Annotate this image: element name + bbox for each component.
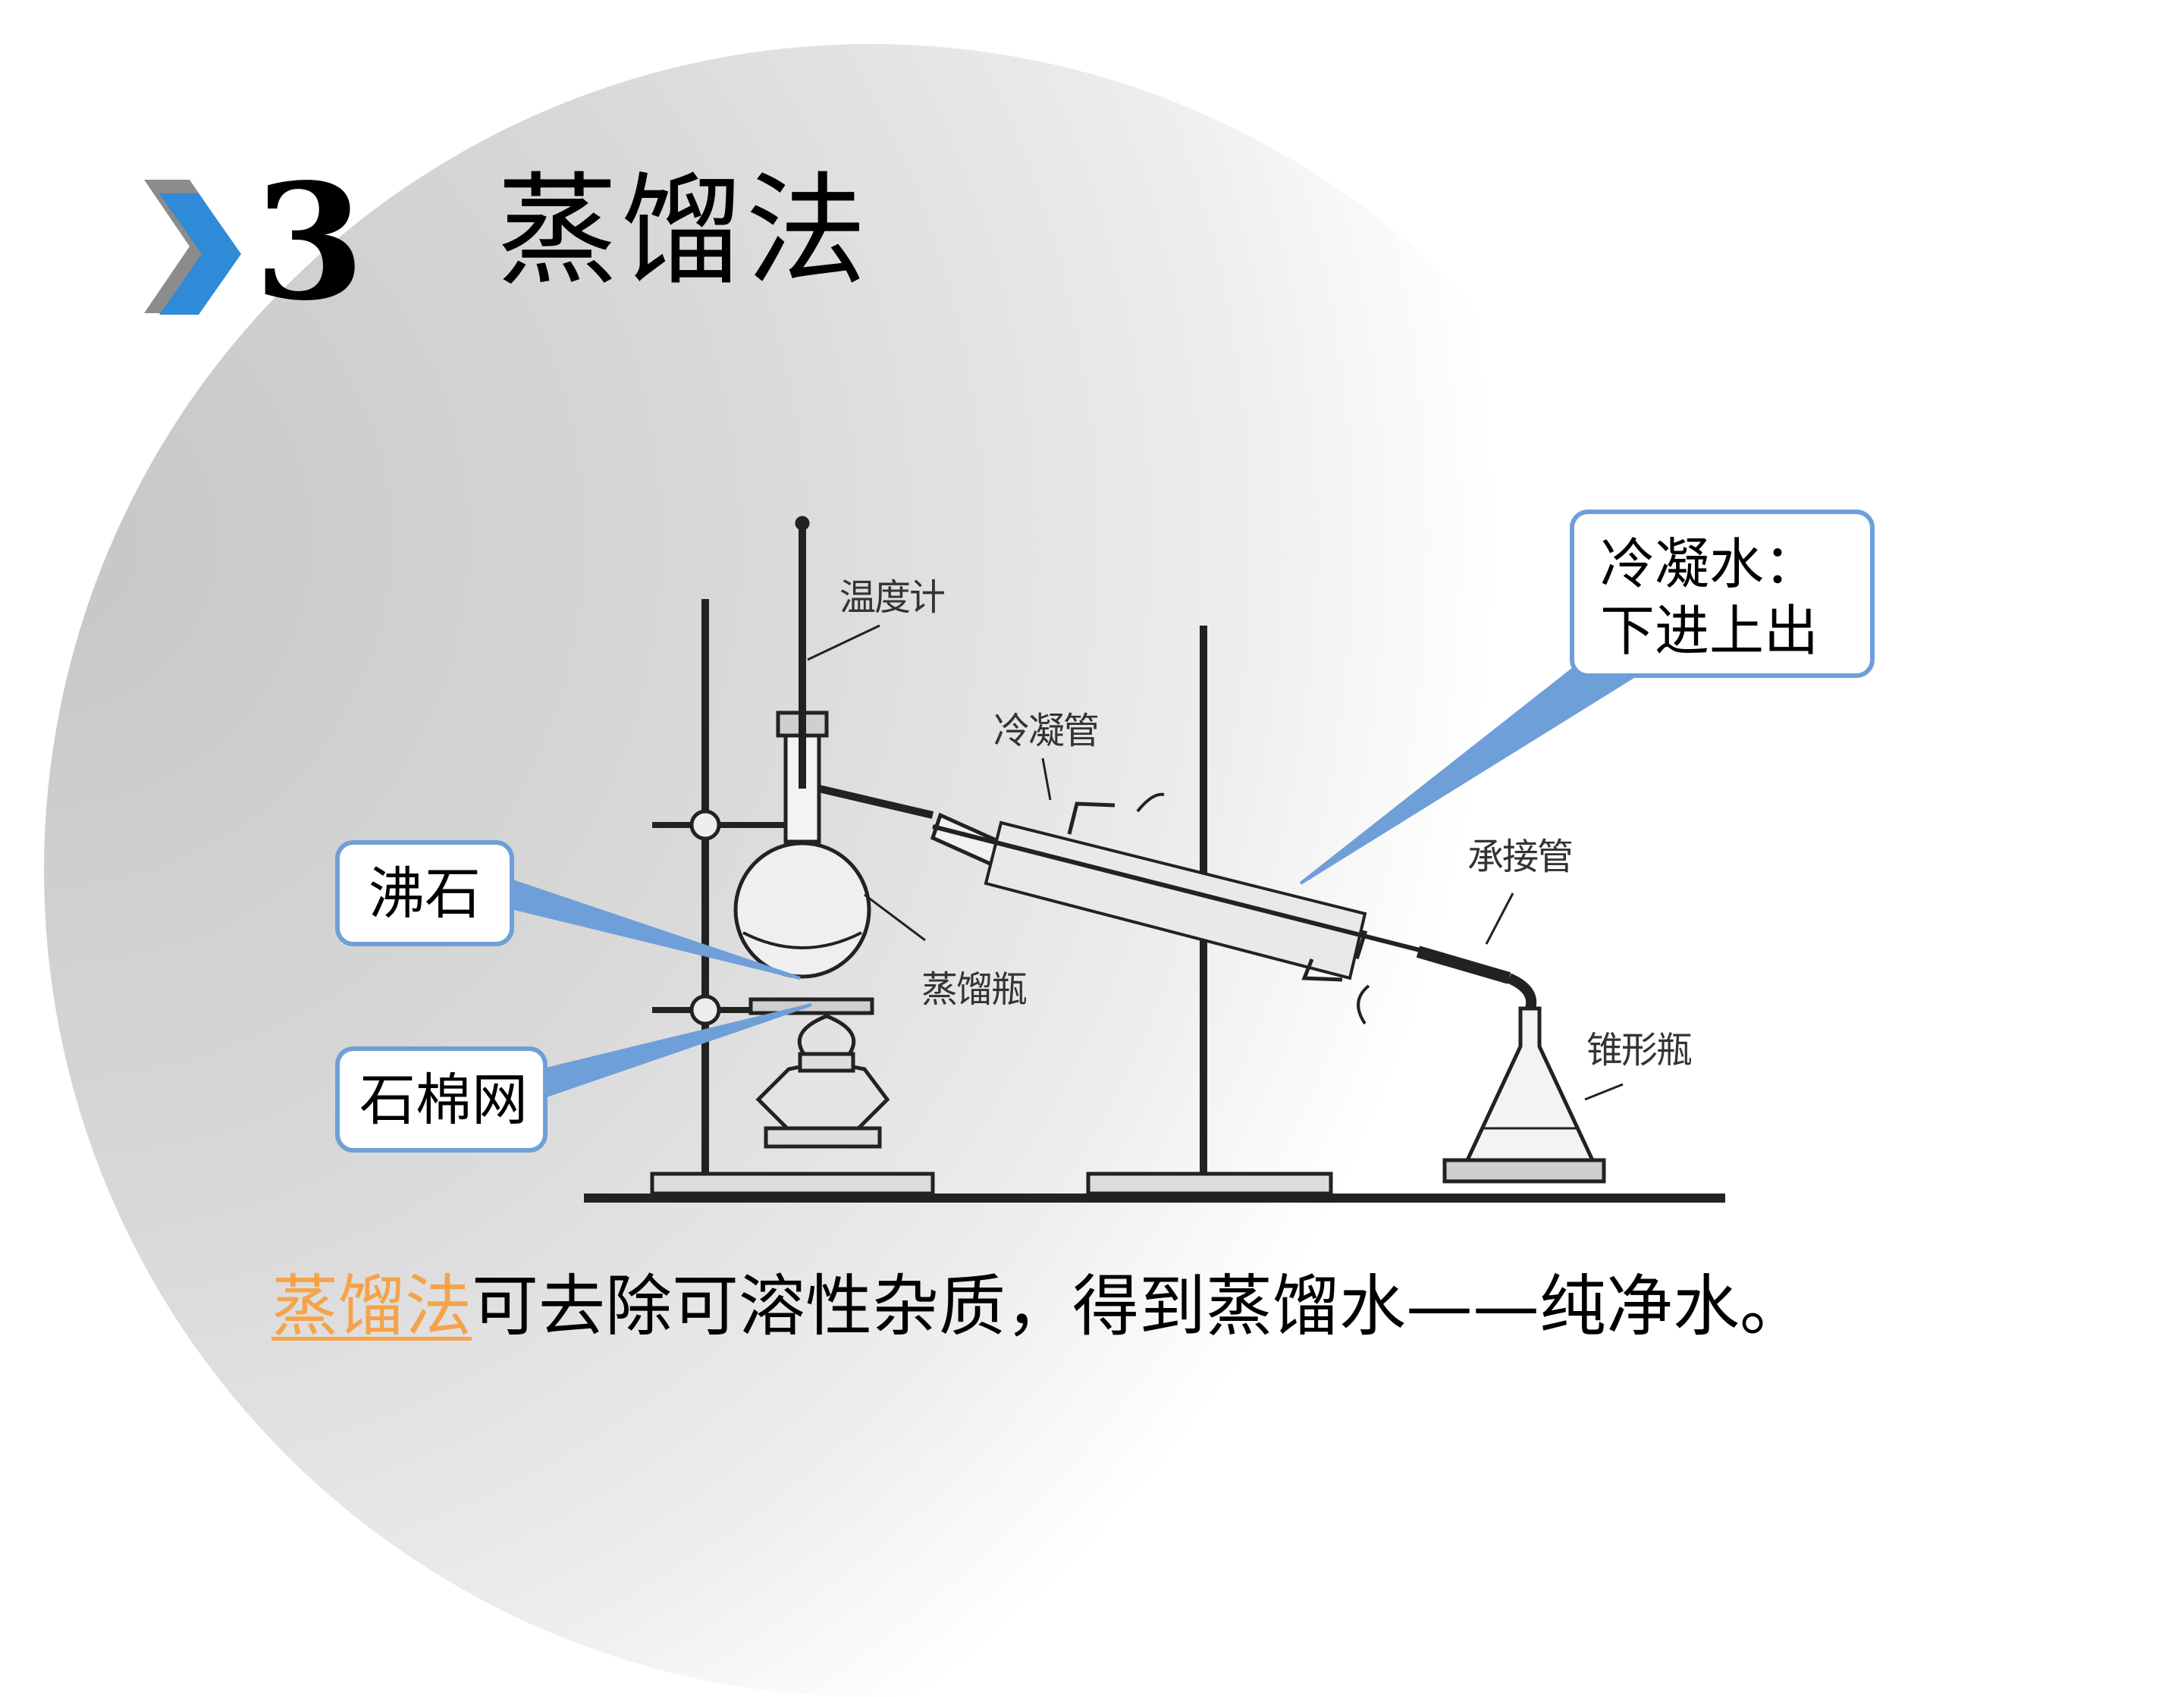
slide-number: 3 <box>254 149 366 336</box>
label-distilling-flask: 蒸馏瓶 <box>921 968 1028 1011</box>
callout-asbestos-gauze: 石棉网 <box>335 1046 548 1153</box>
distillation-apparatus-diagram <box>507 516 1725 1203</box>
chevron-icon <box>144 180 241 315</box>
callout-cooling-water-line1: 冷凝水： <box>1600 532 1819 596</box>
summary-text: 蒸馏法可去除可溶性杂质，得到蒸馏水——纯净水。 <box>271 1265 1806 1348</box>
callout-cooling-water: 冷凝水： 下进上出 <box>1570 510 1875 678</box>
callout-boiling-stone: 沸石 <box>335 840 514 946</box>
label-conical-flask: 锥形瓶 <box>1586 1029 1693 1071</box>
summary-body: 可去除可溶性杂质，得到蒸馏水——纯净水。 <box>472 1267 1807 1345</box>
slide-title: 蒸馏法 <box>497 160 871 302</box>
label-condenser: 冷凝管 <box>993 710 1100 752</box>
label-thermometer: 温度计 <box>839 576 946 619</box>
callout-cooling-water-line2: 下进上出 <box>1600 599 1819 663</box>
label-adapter: 承接管 <box>1467 836 1574 878</box>
summary-highlight: 蒸馏法 <box>271 1267 472 1345</box>
background-circle <box>44 44 1697 1697</box>
